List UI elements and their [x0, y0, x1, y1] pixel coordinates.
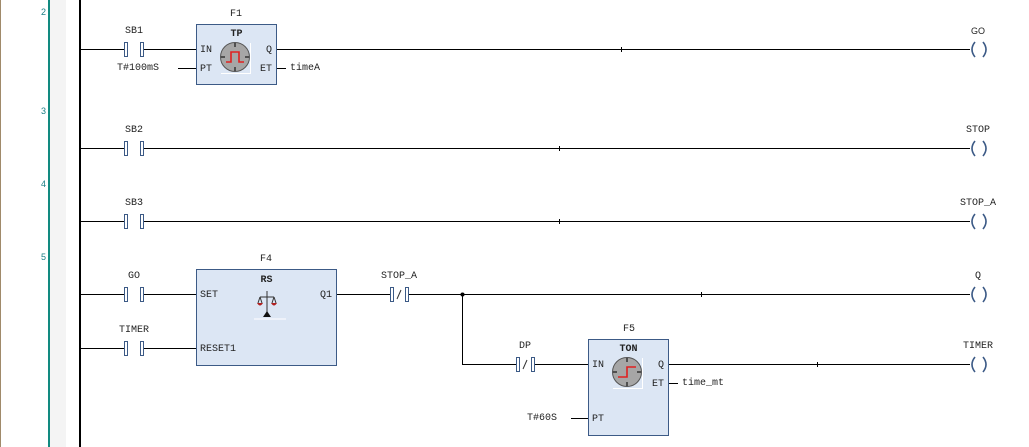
input-pin: PT — [592, 414, 605, 425]
ton-function-block[interactable]: TON IN PT Q ET — [588, 339, 669, 436]
rung-number[interactable]: 2 — [40, 7, 46, 17]
output-pin: ET — [259, 64, 272, 75]
coil-label[interactable]: STOP_A — [959, 198, 996, 209]
tp-function-block[interactable]: TP IN PT Q ET — [196, 24, 277, 85]
contact-label[interactable]: DP — [518, 341, 531, 352]
contact-label[interactable]: GO — [127, 271, 140, 282]
input-pin: SET — [200, 290, 219, 301]
contact-label[interactable]: SB1 — [124, 26, 143, 37]
contact-no-timer — [124, 341, 144, 356]
on-delay-timer-icon — [612, 357, 643, 389]
coil-label[interactable]: Q — [974, 271, 981, 282]
pt-value[interactable]: T#100mS — [117, 63, 160, 74]
coil-q — [971, 286, 987, 303]
rs-function-block[interactable]: RS SET RESET1 Q1 — [196, 269, 337, 366]
coil-stop — [971, 140, 987, 157]
et-variable[interactable]: time_mt — [682, 378, 725, 389]
block-instance-name: F4 — [259, 254, 272, 265]
left-border — [0, 0, 1, 447]
rung-number[interactable]: 3 — [40, 106, 46, 116]
pulse-timer-icon — [220, 42, 251, 74]
coil-label[interactable]: TIMER — [962, 341, 993, 352]
nc-slash — [522, 359, 528, 370]
coil-timer — [971, 356, 987, 373]
contact-nc-stop-a — [390, 287, 409, 302]
rung-number[interactable]: 4 — [40, 179, 46, 189]
block-instance-name: F1 — [229, 9, 242, 20]
coil-stop-a — [971, 213, 987, 230]
rung-number[interactable]: 5 — [40, 252, 46, 262]
output-pin: Q1 — [319, 290, 332, 301]
coil-label[interactable]: GO — [970, 26, 985, 36]
contact-no-sb3 — [124, 214, 144, 229]
input-pin: IN — [200, 45, 213, 56]
contact-nc-dp — [516, 357, 535, 372]
contact-no-go — [124, 287, 144, 302]
block-type: RS — [260, 275, 273, 286]
block-type: TP — [230, 29, 243, 40]
junction-dot — [460, 292, 465, 297]
block-instance-name: F5 — [622, 324, 635, 335]
coil-go — [971, 41, 987, 58]
contact-label[interactable]: TIMER — [118, 325, 149, 336]
pt-value[interactable]: T#60S — [527, 413, 558, 424]
nc-slash — [396, 289, 402, 300]
output-pin: Q — [265, 45, 272, 56]
gutter-margin — [50, 0, 66, 447]
block-type: TON — [619, 344, 638, 355]
contact-label[interactable]: STOP_A — [380, 271, 417, 282]
contact-label[interactable]: SB2 — [124, 125, 143, 136]
contact-label[interactable]: SB3 — [124, 198, 143, 209]
left-power-rail — [79, 0, 81, 447]
gutter-separator — [48, 0, 50, 447]
coil-label[interactable]: STOP — [965, 125, 990, 136]
output-pin: ET — [651, 379, 664, 390]
contact-no-sb2 — [124, 141, 144, 156]
input-pin: IN — [592, 360, 605, 371]
input-pin: PT — [200, 64, 213, 75]
line-number-gutter — [1, 0, 48, 447]
scale-icon — [254, 291, 286, 320]
input-pin: RESET1 — [200, 344, 237, 355]
et-variable[interactable]: timeA — [290, 63, 321, 74]
contact-no-sb1 — [124, 42, 144, 57]
output-pin: Q — [657, 360, 664, 371]
